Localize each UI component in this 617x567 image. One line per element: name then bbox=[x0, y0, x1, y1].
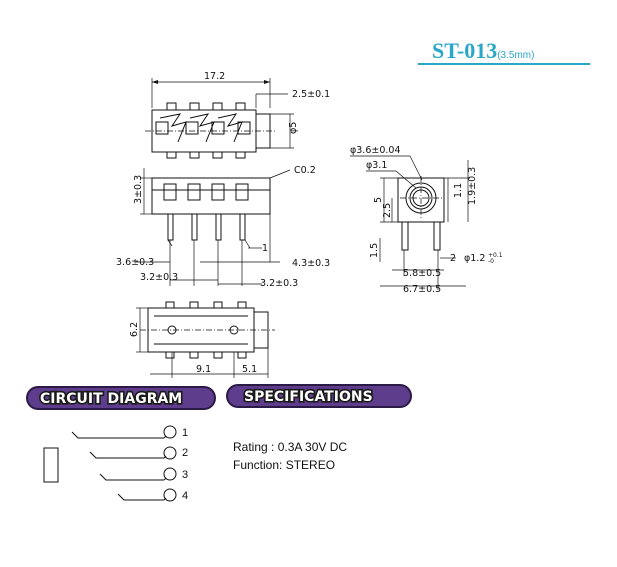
circuit-diagram: 1 2 3 4 bbox=[43, 425, 188, 502]
side-view: 17.2 2.5±0.1 φ5 bbox=[145, 71, 330, 159]
model-title: ST-013(3.5mm) bbox=[432, 38, 534, 64]
dim-5: 5 bbox=[373, 197, 384, 203]
dim-tip: 2.5±0.1 bbox=[292, 89, 330, 100]
title-underline bbox=[418, 63, 590, 65]
dim-pin-width: 1 bbox=[262, 243, 268, 254]
end-view: φ3.6±0.04 φ3.1 5 2.5 1.1 1.9±0.3 1.5 2 φ… bbox=[350, 145, 503, 295]
dim-length: 17.2 bbox=[204, 71, 225, 82]
dim-chamfer: C0.2 bbox=[294, 165, 316, 176]
dim-6-7: 6.7±0.5 bbox=[403, 284, 441, 295]
dim-1-1: 1.1 bbox=[453, 183, 464, 198]
dim-pin-pitch-2: 3.2±0.3 bbox=[140, 272, 178, 283]
dim-pin-pitch-3: 3.2±0.3 bbox=[260, 278, 298, 289]
dim-inner-dia: φ3.1 bbox=[366, 160, 387, 171]
spec-rating: Rating : 0.3A 30V DC bbox=[233, 440, 348, 454]
specifications-heading: SPECIFICATIONS bbox=[244, 389, 373, 405]
circuit-diagram-heading: CIRCUIT DIAGRAM bbox=[40, 391, 182, 407]
dim-pin-dia-tol-plus: +0.1 bbox=[488, 252, 503, 259]
dim-pin-dia-tol-minus: -0 bbox=[488, 258, 494, 265]
dim-height: 3±0.3 bbox=[133, 175, 144, 204]
front-view: C0.2 3±0.3 3.6±0.3 3.2±0.3 3.2±0.3 4.3±0… bbox=[116, 165, 330, 289]
pin-label-4: 4 bbox=[182, 490, 188, 502]
bottom-view: 6.2 9.1 5.1 bbox=[129, 301, 275, 378]
pin-label-1: 1 bbox=[182, 427, 188, 439]
dim-1-5: 1.5 bbox=[369, 243, 380, 258]
dim-pin-end: 4.3±0.3 bbox=[292, 258, 330, 269]
model-size: (3.5mm) bbox=[497, 50, 535, 61]
dim-outer-dia: φ3.6±0.04 bbox=[350, 145, 401, 156]
model-number: ST-013 bbox=[432, 38, 498, 63]
dim-5-1: 5.1 bbox=[242, 364, 257, 375]
circuit-diagram-banner: CIRCUIT DIAGRAM bbox=[26, 386, 216, 410]
dim-2: 2 bbox=[450, 253, 456, 264]
pin-label-3: 3 bbox=[182, 469, 188, 481]
dim-5-8: 5.8±0.5 bbox=[403, 268, 441, 279]
spec-function: Function: STEREO bbox=[233, 458, 336, 472]
dim-pin-dia: φ1.2 bbox=[464, 253, 485, 264]
dim-bottom-height: 6.2 bbox=[129, 322, 140, 337]
dim-1-9: 1.9±0.3 bbox=[467, 167, 478, 205]
pin-label-2: 2 bbox=[182, 447, 188, 459]
dim-2-5: 2.5 bbox=[382, 203, 393, 218]
dim-diameter: φ5 bbox=[288, 122, 299, 134]
dim-pin-pitch-1: 3.6±0.3 bbox=[116, 257, 154, 268]
specifications-banner: SPECIFICATIONS bbox=[226, 384, 412, 408]
dim-9-1: 9.1 bbox=[196, 364, 211, 375]
